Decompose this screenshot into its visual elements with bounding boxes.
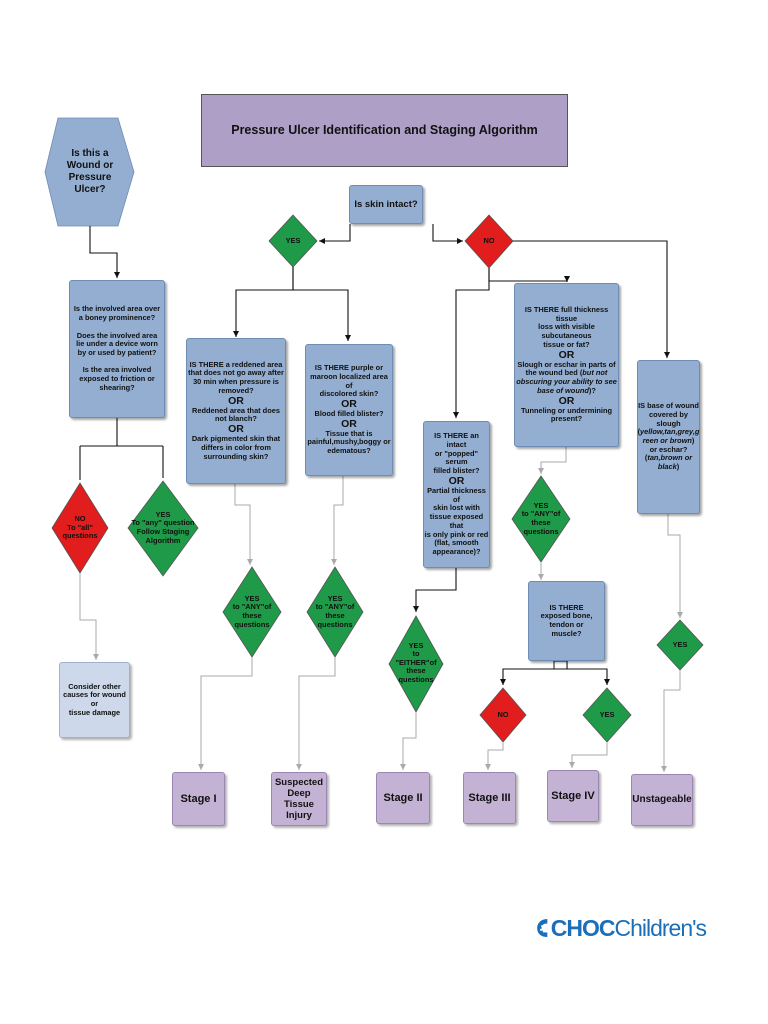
logo-suffix: Children's [614,914,707,941]
stage-unstageable-box: Unstageable [631,774,693,826]
no-to-stage2-connector [453,268,490,418]
start-question: Is this a Wound or Pressure Ulcer? [66,148,114,195]
bone-to-yes-connector [566,661,610,685]
consider-other-causes-box: Consider other causes for wound or tissu… [59,662,130,738]
full-q-b1: Slough or eschar in parts of the wound b… [517,359,616,378]
unstage-q-a: IS base of wound covered by slough ( [637,401,699,437]
stage1-question-box: IS THERE a reddened area that does not g… [186,338,286,484]
stage-1-box: Stage I [172,772,225,826]
yes-full-label: YES to "ANY"of these questions [521,500,561,536]
unstageable-question-box: IS base of wound covered by slough (yell… [637,360,700,514]
skin-to-yes-connector [319,224,351,244]
start-to-location-connector [89,226,120,278]
bone-connector-box [553,660,568,670]
yes-any-label: YES To "any" question Follow Staging Alg… [131,509,195,545]
unstage-q-e: ) [676,462,680,472]
yes-bone-label: YES [599,709,615,719]
choc-logo-icon [537,918,548,938]
stage-2-box: Stage II [376,772,430,824]
yes-to-stage1-connector [233,267,294,337]
location-question-box: Is the involved area over a boney promin… [69,280,165,418]
bone-question-box: IS THERE exposed bone, tendon or muscle? [528,581,605,661]
decision-diamonds [44,117,704,743]
yes-stage1-label: YES to "ANY"of these questions [232,593,272,629]
choc-logo: CHOCChildren's [536,905,707,951]
page-title: Pressure Ulcer Identification and Stagin… [201,94,568,167]
yes-dti-label: YES to "ANY"of these questions [315,593,355,629]
yes-to-dti-connector [292,267,351,341]
no-bone-label: NO [497,709,509,719]
skin-to-no-connector [432,224,463,244]
stage-4-box: Stage IV [547,770,599,822]
full-q-b2: but not obscuring your ability to see ba… [516,368,617,395]
stage-dti-box: Suspected Deep Tissue Injury [271,772,327,826]
no-to-full-connector [488,268,570,282]
location-branch-connector [79,418,164,480]
unstage-q-c: ) or eschar? ( [644,436,695,463]
yes-top-label: YES [285,235,301,245]
start-hexagon [44,117,135,227]
unstage-q-d: tan,brown or black [647,453,693,472]
stage-3-box: Stage III [463,772,516,824]
dti-question-box: IS THERE purple or maroon localized area… [305,344,393,476]
no-to-unstage-connector [513,240,670,358]
logo-brand: CHOC [550,914,616,941]
full-q-b3: )? [588,385,596,395]
stage2q-to-either-connector [413,568,457,612]
yes-any-diamond [127,480,199,577]
stage2-question-box: IS THERE an intact or "popped" serum fil… [423,421,490,568]
full-thickness-question-box: IS THERE full thickness tissue loss with… [514,283,619,447]
yes-unstage-label: YES [672,639,688,649]
no-all-label: NO To "all" questions [62,514,98,541]
unstage-q-b: yellow,tan,grey,g reen or brown [640,427,700,445]
no-top-label: NO [483,235,495,245]
yes-either-label: YES to "EITHER"of these questions [395,640,437,684]
skin-intact-box: Is skin intact? [349,185,423,224]
grey-connectors [79,447,683,772]
